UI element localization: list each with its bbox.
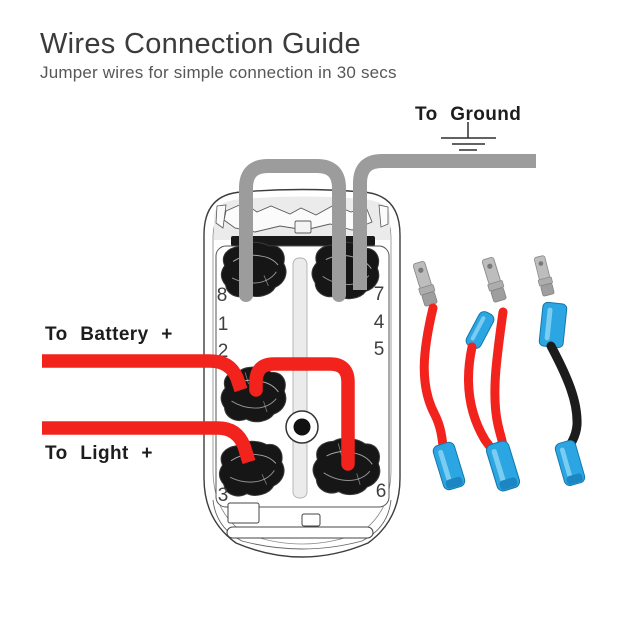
terminal-number-1: 1 <box>218 314 229 335</box>
blue-female-connector <box>553 438 587 488</box>
screw-hole-center <box>293 418 311 436</box>
page-title: Wires Connection Guide <box>40 28 361 60</box>
rocker-mechanism-right-tab <box>378 204 389 228</box>
spade-terminal <box>479 255 509 304</box>
terminal-number-8: 8 <box>217 285 228 306</box>
red-piggyback-lead-a <box>490 307 508 452</box>
rocker-mechanism-left-tab <box>215 204 227 229</box>
jumper-red-single <box>410 259 467 492</box>
terminal-number-5: 5 <box>374 339 385 360</box>
jumper-black-single <box>532 254 587 488</box>
terminal-number-6: 6 <box>376 481 387 502</box>
gray-jumper-wire-8-7 <box>239 159 346 302</box>
blue-female-connector <box>484 439 522 493</box>
blue-sleeve-highlight <box>470 316 486 341</box>
terminal-number-7: 7 <box>374 284 385 305</box>
red-light-wire <box>42 421 256 465</box>
blue-block-connector <box>538 301 568 349</box>
black-jumper-lead <box>546 341 582 456</box>
bottom-center-tab <box>301 513 321 527</box>
red-jumper-lead <box>419 303 448 451</box>
page-subtitle: Jumper wires for simple connection in 30… <box>40 63 397 82</box>
jumper-wire-samples <box>410 254 587 493</box>
label-to-battery: To Battery + <box>45 324 173 345</box>
red-piggyback-lead-b <box>463 342 499 456</box>
center-slot <box>292 257 308 499</box>
blue-female-connector <box>431 440 467 492</box>
jumper-red-piggyback <box>463 255 522 493</box>
terminal-number-3: 3 <box>218 485 229 506</box>
spade-terminal <box>410 259 440 308</box>
blue-block-highlight <box>544 307 553 341</box>
red-jumper-wire-2-6 <box>249 357 355 471</box>
red-battery-wire <box>42 354 248 393</box>
red-wires <box>42 354 355 471</box>
bottom-left-tab <box>227 502 260 524</box>
ground-icon <box>441 122 496 151</box>
terminal-number-2: 2 <box>218 341 229 362</box>
gray-ground-lead-wire <box>353 154 536 290</box>
bottom-slot <box>226 526 374 539</box>
terminal-number-4: 4 <box>374 312 385 333</box>
ground-wires <box>239 154 536 302</box>
label-to-light: To Light + <box>45 443 153 464</box>
blue-block-body <box>538 301 568 349</box>
rocker-mechanism-notch <box>294 220 312 234</box>
spade-terminal <box>532 254 556 298</box>
label-to-ground: To Ground <box>415 104 521 125</box>
